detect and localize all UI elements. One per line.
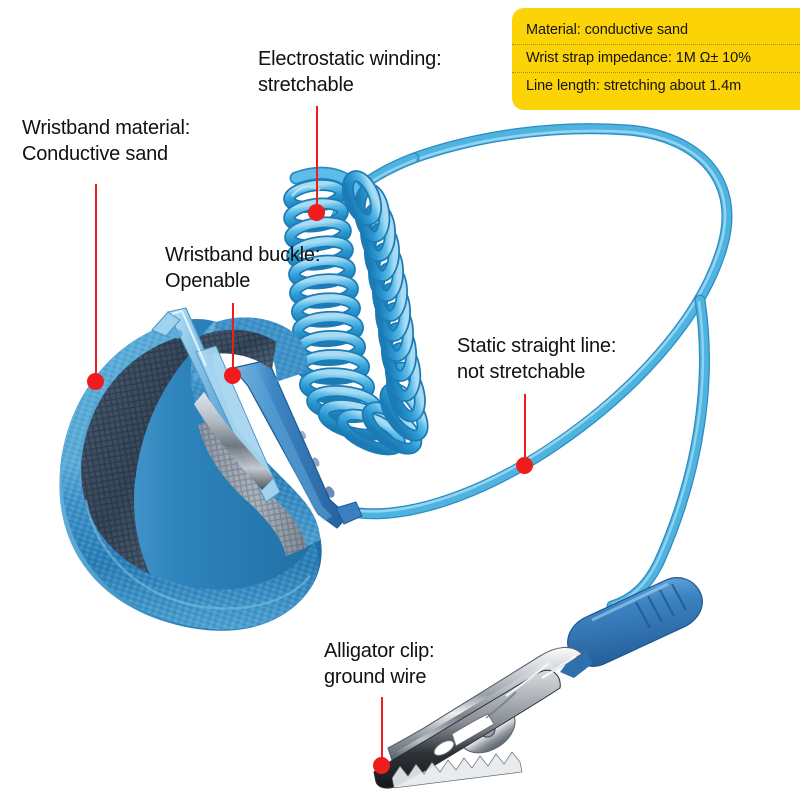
spec-box: Material: conductive sand Wrist strap im… [512, 8, 800, 110]
coil-turns-right [341, 170, 429, 455]
spec-row-material: Material: conductive sand [526, 22, 688, 38]
callout-electrostatic-winding-line2: stretchable [258, 73, 354, 96]
strain-relief-boot [560, 577, 703, 678]
callout-static-straight-line: Static straight line: not stretchable [457, 334, 616, 385]
snap-connector-plug [231, 359, 363, 529]
callout-wristband-material-line2: Conductive sand [22, 142, 168, 165]
callout-electrostatic-winding-line1: Electrostatic winding: [258, 48, 442, 70]
electrostatic-coiled-cord [283, 166, 429, 456]
callout-wristband-material: Wristband material: Conductive sand [22, 116, 190, 167]
callout-wristband-buckle-line2: Openable [165, 269, 251, 292]
leader-line-alligator-clip [381, 697, 384, 759]
spec-row-impedance: Wrist strap impedance: 1M Ω± 10% [512, 44, 800, 72]
callout-alligator-clip-line2: ground wire [324, 665, 427, 688]
coil-turns-left [283, 178, 406, 456]
leader-dot-static-straight-line [515, 456, 533, 474]
alligator-clip [373, 646, 583, 789]
leader-line-electrostatic-winding [316, 106, 319, 206]
leader-line-wristband-buckle [232, 303, 235, 369]
callout-alligator-clip-line1: Alligator clip: [324, 640, 435, 662]
leader-dot-electrostatic-winding [307, 203, 325, 221]
spec-row-line-length: Line length: stretching about 1.4m [512, 72, 800, 100]
wire-to-clip-segment [606, 294, 710, 612]
leader-dot-wristband-material [86, 372, 104, 390]
leader-line-static-straight-line [524, 394, 527, 459]
wristband-fabric-loop [59, 317, 322, 631]
leader-line-wristband-material [95, 184, 98, 374]
wristband-buckle-clasp [151, 307, 281, 503]
callout-wristband-material-line1: Wristband material: [22, 117, 191, 139]
callout-static-straight-line-line2: not stretchable [457, 360, 586, 383]
callout-static-straight-line-line1: Static straight line: [457, 335, 617, 357]
callout-wristband-buckle: Wristband buckle: Openable [165, 243, 320, 294]
callout-electrostatic-winding: Electrostatic winding: stretchable [258, 47, 442, 98]
leader-dot-alligator-clip [372, 756, 390, 774]
leader-dot-wristband-buckle [223, 366, 241, 384]
callout-wristband-buckle-line1: Wristband buckle: [165, 244, 321, 266]
callout-alligator-clip: Alligator clip: ground wire [324, 639, 435, 690]
